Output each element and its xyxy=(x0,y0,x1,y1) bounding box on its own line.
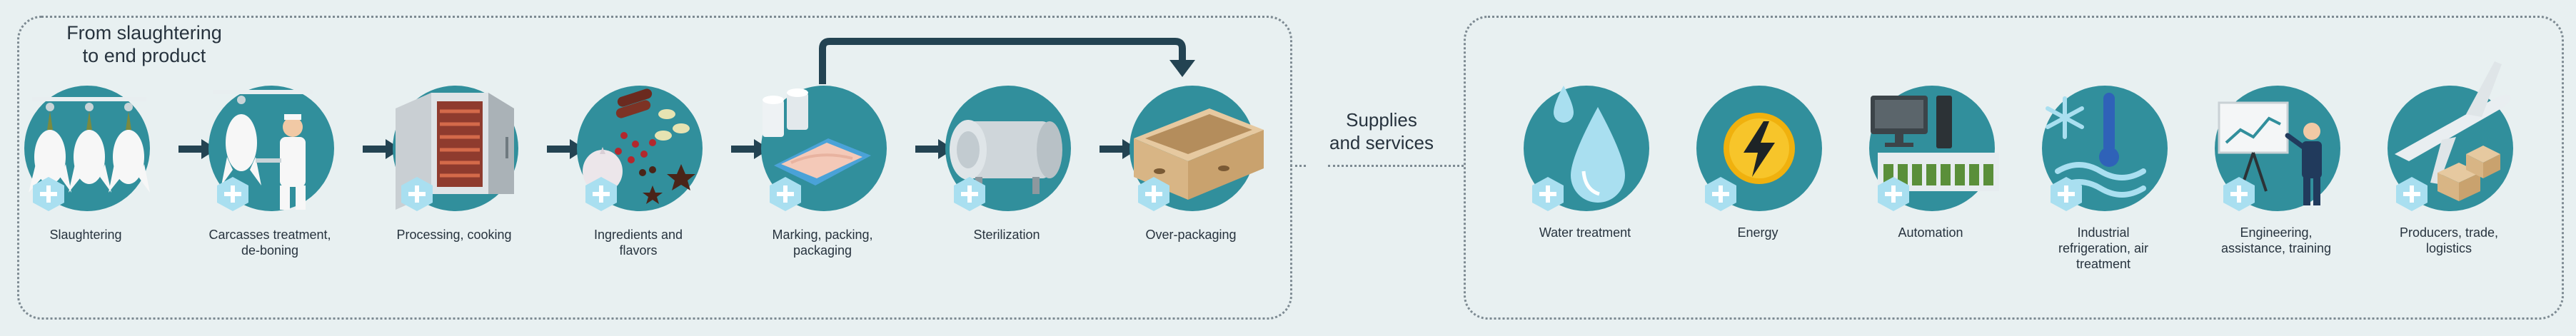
presenter-board-icon xyxy=(2218,101,2322,205)
step-label: Ingredients and flavors xyxy=(593,228,683,258)
service-label: Producers, trade, logistics xyxy=(2399,225,2499,255)
plus-icon[interactable] xyxy=(951,175,988,213)
step-label: Marking, packing, packaging xyxy=(772,228,873,258)
plus-icon[interactable] xyxy=(214,175,251,213)
step-sterilization[interactable]: Sterilization xyxy=(921,86,1092,285)
service-automation[interactable]: Automation xyxy=(1845,86,2016,285)
connector-line xyxy=(1328,165,1464,167)
snowflake-thermometer-icon xyxy=(2046,93,2146,198)
step-marking-packing[interactable]: Marking, packing, packaging xyxy=(737,86,908,285)
title-line-1: From slaughtering xyxy=(66,22,222,44)
packaged-fillet-icon xyxy=(763,88,871,185)
plus-icon[interactable] xyxy=(2220,175,2258,213)
lightning-bolt-icon xyxy=(1724,113,1795,184)
step-label: Slaughtering xyxy=(49,228,122,242)
step-slaughtering[interactable]: Slaughtering xyxy=(0,86,171,285)
supplies-services-label: Supplies and services xyxy=(1329,109,1434,153)
service-water-treatment[interactable]: Water treatment xyxy=(1499,86,1671,285)
plus-icon[interactable] xyxy=(2393,175,2430,213)
title-line-2: to end product xyxy=(82,45,206,66)
airplane-boxes-icon xyxy=(2395,61,2511,201)
service-label: Energy xyxy=(1737,225,1778,240)
production-chain-title: From slaughtering to end product xyxy=(37,21,251,67)
step-label: Over-packaging xyxy=(1145,228,1237,242)
service-producers-logistics[interactable]: Producers, trade, logistics xyxy=(2363,61,2535,285)
step-over-packaging[interactable]: Over-packaging xyxy=(1105,86,1277,285)
step-label: Sterilization xyxy=(973,228,1040,242)
spices-garlic-icon xyxy=(583,88,695,204)
service-energy[interactable]: Energy xyxy=(1672,86,1843,285)
service-label: Automation xyxy=(1898,225,1963,240)
plus-icon[interactable] xyxy=(2048,175,2085,213)
step-processing-cooking[interactable]: Processing, cooking xyxy=(368,86,540,285)
step-ingredients-flavors[interactable]: Ingredients and flavors xyxy=(553,86,724,285)
plus-icon[interactable] xyxy=(1702,175,1739,213)
cardboard-box-icon xyxy=(1134,108,1264,200)
plus-icon[interactable] xyxy=(30,175,67,213)
plus-icon[interactable] xyxy=(1875,175,1912,213)
service-label: Engineering, assistance, training xyxy=(2220,225,2332,255)
plus-icon[interactable] xyxy=(1135,175,1172,213)
hanging-poultry-icon xyxy=(29,97,150,193)
service-label: Industrial refrigeration, air treatment xyxy=(2058,225,2149,271)
plus-icon[interactable] xyxy=(398,175,436,213)
step-label: Processing, cooking xyxy=(396,228,512,242)
supplies-services-panel xyxy=(1464,16,2564,320)
connector-line xyxy=(1290,165,1306,167)
step-label: Carcasses treatment, de-boning xyxy=(208,228,331,258)
computer-control-icon xyxy=(1871,96,1999,191)
plus-icon[interactable] xyxy=(1529,175,1566,213)
service-label: Water treatment xyxy=(1539,225,1631,240)
loop-arrow xyxy=(819,38,1195,84)
butcher-worker-icon xyxy=(213,90,313,210)
step-carcasses-treatment[interactable]: Carcasses treatment, de-boning xyxy=(184,86,356,285)
water-drops-icon xyxy=(1554,86,1625,203)
plus-icon[interactable] xyxy=(767,175,804,213)
plus-icon[interactable] xyxy=(583,175,620,213)
service-engineering-training[interactable]: Engineering, assistance, training xyxy=(2190,86,2362,285)
production-chain-panel xyxy=(17,16,1292,320)
service-industrial-refrigeration[interactable]: Industrial refrigeration, air treatment xyxy=(2018,86,2189,285)
